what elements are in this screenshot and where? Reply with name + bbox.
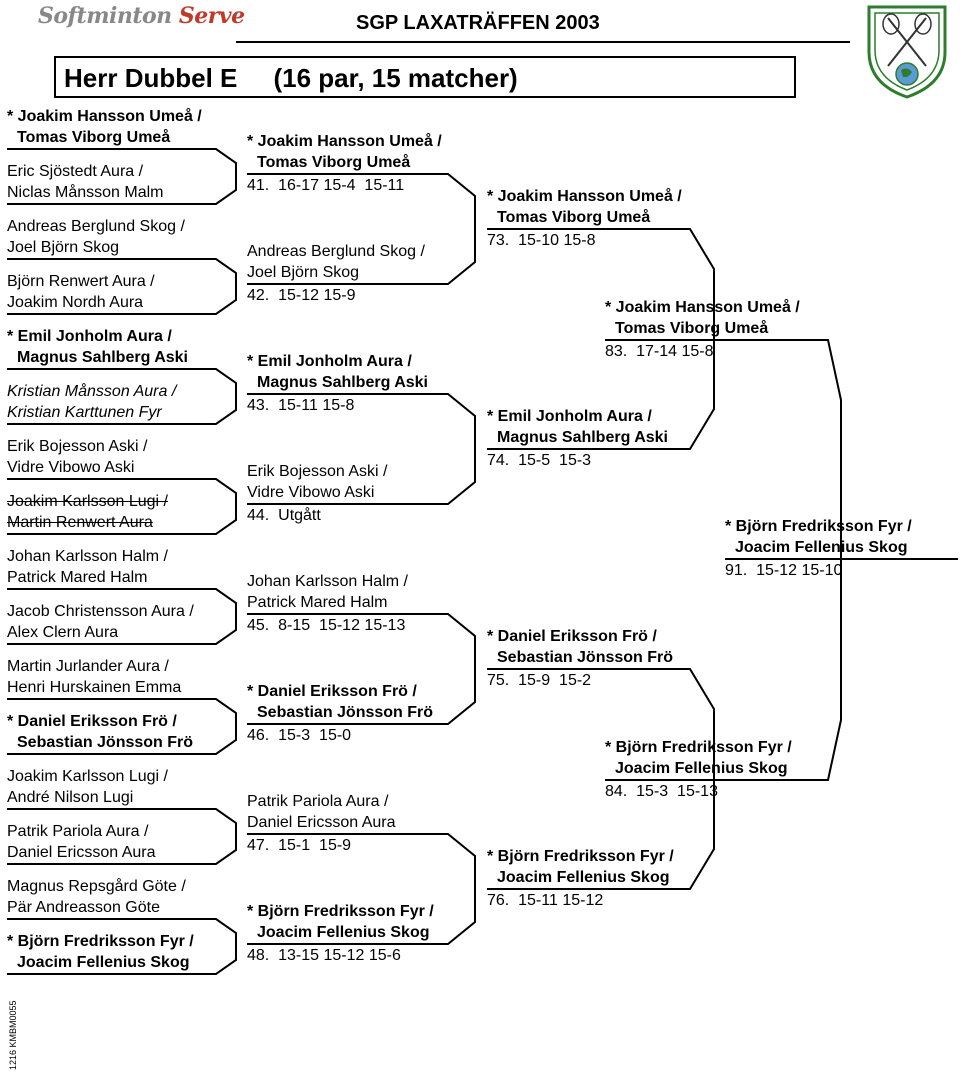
- r2-entry-5-player2: Patrick Mared Halm: [247, 594, 388, 611]
- r2-entry-5-player1: Johan Karlsson Halm /: [247, 573, 408, 590]
- r3-entry-4-player1: * Björn Fredriksson Fyr /: [487, 848, 674, 865]
- r2-bracket-1: [247, 173, 476, 285]
- footer-code: 1216 KMBM0055: [8, 1000, 18, 1070]
- r1-bracket-5: [7, 588, 237, 645]
- r3-match-4-score: 76. 15-11 15-12: [487, 892, 604, 909]
- r3-match-3-score: 75. 15-9 15-2: [487, 672, 592, 689]
- r2-entry-3-player1: * Emil Jonholm Aura /: [247, 353, 412, 370]
- header-rule: [236, 41, 850, 43]
- r2-entry-3-player2: Magnus Sahlberg Aski: [257, 374, 428, 391]
- page-header: SGP LAXATRÄFFEN 2003: [356, 12, 600, 34]
- r2-entry-7-player1: Patrik Pariola Aura /: [247, 793, 389, 810]
- r1-bracket-6: [7, 698, 237, 755]
- r1-bracket-7: [7, 808, 237, 865]
- r1-entry-14-player1: Patrik Pariola Aura /: [7, 823, 149, 840]
- r2-match-4-score: 44. Utgått: [247, 507, 321, 524]
- r3-entry-3-player1: * Daniel Eriksson Frö /: [487, 628, 657, 645]
- r1-entry-8-player1: Joakim Karlsson Lugi /: [7, 493, 168, 510]
- r3-match-1-score: 73. 15-10 15-8: [487, 232, 596, 249]
- softminton-serve-logo: Softminton Serve: [38, 3, 245, 29]
- r1-entry-5-player1: * Emil Jonholm Aura /: [7, 328, 172, 345]
- r2-entry-8-player2: Joacim Fellenius Skog: [257, 924, 430, 941]
- r2-entry-1-player2: Tomas Viborg Umeå: [257, 154, 411, 171]
- r1-bracket-1: [7, 148, 237, 205]
- r1-entry-4-player2: Joakim Nordh Aura: [7, 294, 144, 311]
- r1-entry-12-player1: * Daniel Eriksson Frö /: [7, 713, 177, 730]
- r3-entry-4-player2: Joacim Fellenius Skog: [497, 869, 670, 886]
- r2-match-1-score: 41. 16-17 15-4 15-11: [247, 177, 405, 194]
- r1-entry-3-player2: Joel Björn Skog: [7, 239, 120, 256]
- r2-entry-1-player1: * Joakim Hansson Umeå /: [247, 133, 442, 150]
- r1-entry-13-player1: Joakim Karlsson Lugi /: [7, 768, 168, 785]
- r1-entry-11-player2: Henri Hurskainen Emma: [7, 679, 182, 696]
- r4-entry-1-player1: * Joakim Hansson Umeå /: [605, 299, 800, 316]
- r1-bracket-8: [7, 918, 237, 975]
- r3-entry-2-player2: Magnus Sahlberg Aski: [497, 429, 668, 446]
- r2-entry-2-player1: Andreas Berglund Skog /: [247, 243, 425, 260]
- r1-entry-2-player1: Eric Sjöstedt Aura /: [7, 163, 144, 180]
- r2-bracket-3: [247, 613, 476, 725]
- r1-entry-15-player1: Magnus Repsgård Göte /: [7, 878, 186, 895]
- r1-entry-7-player2: Vidre Vibowo Aski: [7, 459, 135, 476]
- r3-match-2-score: 74. 15-5 15-3: [487, 452, 592, 469]
- r1-entry-7-player1: Erik Bojesson Aski /: [7, 438, 148, 455]
- r2-entry-4-player2: Vidre Vibowo Aski: [247, 484, 375, 501]
- r2-entry-7-player2: Daniel Ericsson Aura: [247, 814, 396, 831]
- r2-entry-6-player1: * Daniel Eriksson Frö /: [247, 683, 417, 700]
- r2-entry-8-player1: * Björn Fredriksson Fyr /: [247, 903, 434, 920]
- r1-bracket-2: [7, 258, 237, 315]
- final-player2: Joacim Fellenius Skog: [735, 539, 908, 556]
- r2-bracket-2: [247, 393, 476, 505]
- r2-entry-2-player2: Joel Björn Skog: [247, 264, 360, 281]
- r2-match-3-score: 43. 15-11 15-8: [247, 397, 355, 414]
- r1-entry-16-player2: Joacim Fellenius Skog: [17, 954, 190, 971]
- r1-entry-6-player2: Kristian Karttunen Fyr: [7, 404, 162, 421]
- r1-bracket-3: [7, 368, 237, 425]
- r1-entry-12-player2: Sebastian Jönsson Frö: [17, 734, 194, 751]
- r1-entry-1-player1: * Joakim Hansson Umeå /: [7, 108, 202, 125]
- final-score: 91. 15-12 15-10: [725, 562, 843, 579]
- r4-match-1-score: 83. 17-14 15-8: [605, 343, 714, 360]
- r1-entry-16-player1: * Björn Fredriksson Fyr /: [7, 933, 194, 950]
- r2-bracket-4: [247, 833, 476, 945]
- r1-bracket-4: [7, 478, 237, 535]
- r1-entry-9-player1: Johan Karlsson Halm /: [7, 548, 168, 565]
- r2-entry-6-player2: Sebastian Jönsson Frö: [257, 704, 434, 721]
- r1-entry-10-player2: Alex Clern Aura: [7, 624, 119, 641]
- r1-entry-1-player2: Tomas Viborg Umeå: [17, 129, 171, 146]
- r1-entry-2-player2: Niclas Månsson Malm: [7, 184, 164, 201]
- r2-match-7-score: 47. 15-1 15-9: [247, 837, 352, 854]
- r3-entry-2-player1: * Emil Jonholm Aura /: [487, 408, 652, 425]
- r3-entry-1-player1: * Joakim Hansson Umeå /: [487, 188, 682, 205]
- r4-entry-1-player2: Tomas Viborg Umeå: [615, 320, 769, 337]
- r4-entry-2-player1: * Björn Fredriksson Fyr /: [605, 739, 792, 756]
- r1-entry-5-player2: Magnus Sahlberg Aski: [17, 349, 188, 366]
- title-frame: [54, 56, 796, 98]
- r2-match-6-score: 46. 15-3 15-0: [247, 727, 352, 744]
- r4-match-2-score: 84. 15-3 15-13: [605, 783, 718, 800]
- r1-entry-8-player2: Martin Renwert Aura: [7, 514, 153, 531]
- badminton-emblem-icon: [867, 5, 947, 99]
- r3-entry-3-player2: Sebastian Jönsson Frö: [497, 649, 674, 666]
- r1-entry-9-player2: Patrick Mared Halm: [7, 569, 148, 586]
- r2-entry-4-player1: Erik Bojesson Aski /: [247, 463, 388, 480]
- r1-entry-3-player1: Andreas Berglund Skog /: [7, 218, 185, 235]
- r1-entry-15-player2: Pär Andreasson Göte: [7, 899, 160, 916]
- r3-entry-1-player2: Tomas Viborg Umeå: [497, 209, 651, 226]
- r2-match-8-score: 48. 13-15 15-12 15-6: [247, 947, 401, 964]
- r4-entry-2-player2: Joacim Fellenius Skog: [615, 760, 788, 777]
- r2-match-2-score: 42. 15-12 15-9: [247, 287, 356, 304]
- r2-match-5-score: 45. 8-15 15-12 15-13: [247, 617, 406, 634]
- r1-entry-13-player2: André Nilson Lugi: [7, 789, 134, 806]
- r1-entry-4-player1: Björn Renwert Aura /: [7, 273, 155, 290]
- final-player1: * Björn Fredriksson Fyr /: [725, 518, 912, 535]
- r1-entry-10-player1: Jacob Christensson Aura /: [7, 603, 194, 620]
- r1-entry-11-player1: Martin Jurlander Aura /: [7, 658, 169, 675]
- r1-entry-6-player1: Kristian Månsson Aura /: [7, 383, 177, 400]
- r1-entry-14-player2: Daniel Ericsson Aura: [7, 844, 156, 861]
- page-title: Herr Dubbel E (16 par, 15 matcher): [64, 63, 518, 93]
